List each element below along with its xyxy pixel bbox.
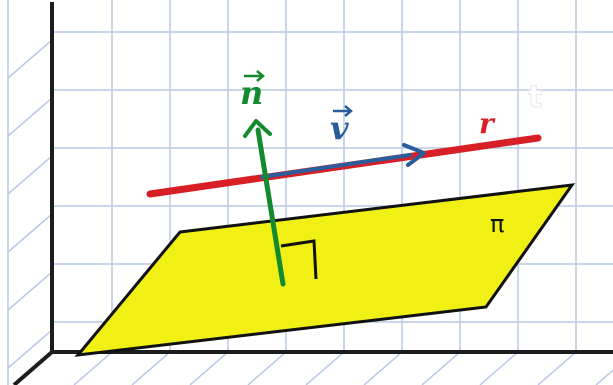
grid-line-floor bbox=[305, 351, 345, 385]
direction-vector-label: v bbox=[330, 109, 349, 147]
grid-line-side bbox=[7, 271, 53, 311]
plane-pi bbox=[74, 183, 576, 357]
grid-line-side bbox=[7, 213, 53, 253]
grid-line-side bbox=[7, 329, 53, 369]
plane-pi-label: π bbox=[490, 210, 504, 238]
label-n-group: n bbox=[240, 70, 265, 112]
right-angle-mark bbox=[280, 239, 318, 280]
grid-line-side bbox=[7, 97, 53, 137]
grid-line-floor bbox=[537, 351, 577, 385]
grid-line-side bbox=[7, 155, 53, 195]
grid-line-side bbox=[7, 39, 53, 79]
grid-line-floor bbox=[421, 351, 461, 385]
coordinate-axes bbox=[12, 2, 613, 385]
normal-vector-n bbox=[243, 119, 286, 287]
direction-vector-v bbox=[260, 143, 426, 179]
grid-line-floor bbox=[189, 351, 229, 385]
grid-line-floor bbox=[131, 351, 171, 385]
grid-line-floor bbox=[73, 351, 113, 385]
vector-v-shaft bbox=[260, 153, 412, 179]
grid-line-floor bbox=[363, 351, 403, 385]
vector-n-arrowhead bbox=[243, 119, 272, 138]
label-v-group: v bbox=[330, 105, 353, 147]
vector-n-shaft bbox=[255, 127, 286, 287]
corner-mark: t bbox=[528, 80, 542, 115]
depth-axis bbox=[12, 350, 54, 385]
direction-vector-arrow-accent-tip bbox=[344, 105, 353, 117]
line-r-label: r bbox=[479, 107, 496, 140]
grid-line-floor bbox=[479, 351, 519, 385]
normal-vector-label: n bbox=[240, 74, 263, 112]
grid-line-floor bbox=[247, 351, 287, 385]
grid-line-floor bbox=[595, 369, 613, 385]
normal-vector-arrow-accent-tip bbox=[256, 70, 265, 82]
vector-v-arrowhead bbox=[402, 143, 426, 167]
